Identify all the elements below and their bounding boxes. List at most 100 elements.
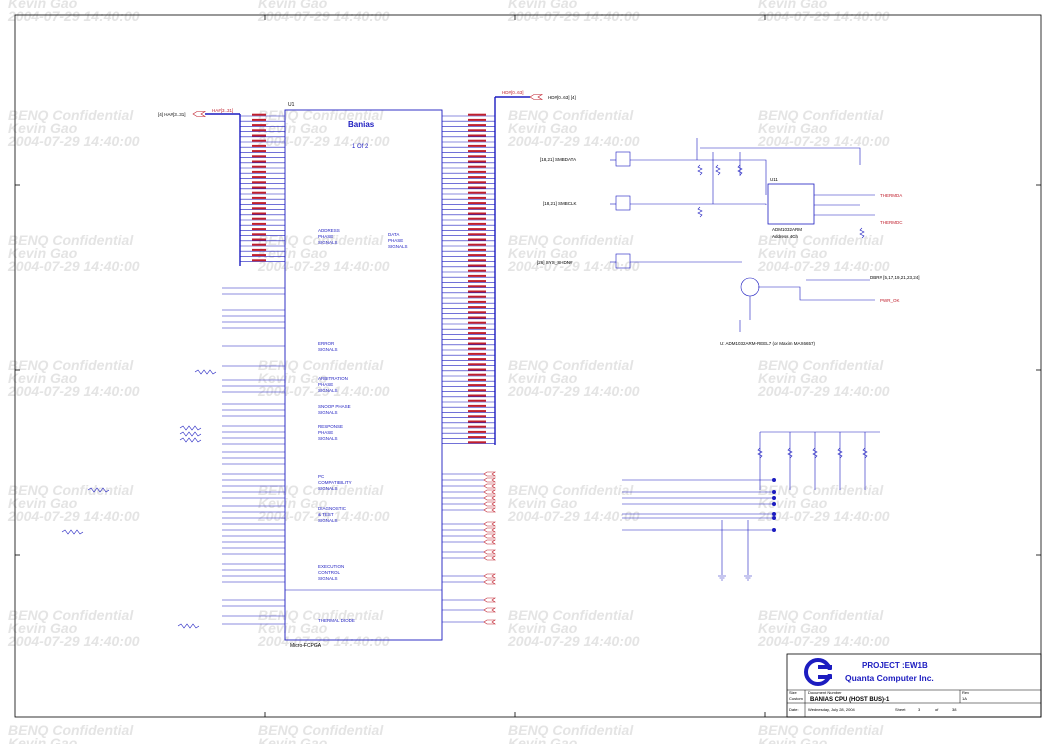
- net-tag: [252, 170, 266, 173]
- net-tag: [468, 124, 486, 127]
- net-tag: [468, 326, 486, 329]
- watermark-text: Kevin Gao: [258, 370, 328, 386]
- off-page-connector: [483, 579, 496, 585]
- resistor: [837, 447, 843, 459]
- resistor: [697, 206, 703, 218]
- watermark-text: 2004-07-29 14:40:00: [757, 258, 890, 274]
- watermark-text: Kevin Gao: [758, 620, 828, 636]
- resistor: [859, 227, 865, 239]
- of-label: of: [935, 707, 939, 712]
- watermark-text: BENQ Confidential: [258, 482, 384, 498]
- resistor: [179, 437, 202, 443]
- title-block: PROJECT :EW1B Quanta Computer Inc. Size …: [786, 653, 1042, 718]
- cpu-name: Banias: [348, 120, 375, 129]
- watermark-text: BENQ Confidential: [508, 482, 634, 498]
- net-tag: [468, 415, 486, 418]
- net-tag: [252, 150, 266, 153]
- watermark-text: BENQ Confidential: [758, 107, 884, 123]
- net-tag: [468, 170, 486, 173]
- net-tag: [468, 352, 486, 355]
- net-tag: [468, 243, 486, 246]
- pwr-ok-net: PWR_OK: [880, 298, 900, 303]
- net-tag: [468, 196, 486, 199]
- watermark-text: 2004-07-29 14:40:00: [507, 258, 640, 274]
- net-tag: [468, 269, 486, 272]
- net-tag: [468, 394, 486, 397]
- watermark-text: BENQ Confidential: [758, 357, 884, 373]
- watermark-text: 2004-07-29 14:40:00: [7, 633, 140, 649]
- signal-group-label: PHASE: [318, 382, 333, 387]
- off-page-connector: [483, 507, 496, 513]
- watermark-text: 2004-07-29 14:40:00: [7, 133, 140, 149]
- watermark-text: BENQ Confidential: [508, 722, 634, 738]
- net-tag: [468, 228, 486, 231]
- watermark-text: BENQ Confidential: [508, 607, 634, 623]
- watermark-text: BENQ Confidential: [758, 482, 884, 498]
- off-page-connector: [483, 477, 496, 483]
- watermark-text: Kevin Gao: [508, 245, 578, 261]
- hd-bus-ref: HD#[0..63] [4]: [548, 95, 576, 100]
- watermark-text: 2004-07-29 14:40:00: [257, 133, 390, 149]
- net-tag: [252, 118, 266, 121]
- watermark-text: BENQ Confidential: [258, 107, 384, 123]
- watermark-text: BENQ Confidential: [8, 482, 134, 498]
- watermark-text: Kevin Gao: [508, 495, 578, 511]
- watermark-text: BENQ Confidential: [258, 357, 384, 373]
- cpu-footer: Micro-FCPGA: [290, 643, 322, 649]
- watermark-text: Kevin Gao: [8, 370, 78, 386]
- resistor: [179, 431, 202, 437]
- watermark-text: Kevin Gao: [758, 0, 828, 11]
- net-tag: [468, 384, 486, 387]
- watermark-text: Kevin Gao: [758, 245, 828, 261]
- resistor: [787, 447, 793, 459]
- net-tag: [468, 248, 486, 251]
- signal-group-label: SIGNALS: [318, 410, 338, 415]
- test-point: [772, 496, 776, 500]
- net-tag: [468, 274, 486, 277]
- sheet-total: 38: [952, 707, 957, 712]
- watermark-text: Kevin Gao: [508, 120, 578, 136]
- watermark-text: 2004-07-29 14:40:00: [257, 633, 390, 649]
- watermark-text: Kevin Gao: [758, 120, 828, 136]
- watermark-text: 2004-07-29 14:40:00: [507, 133, 640, 149]
- net-tag: [468, 113, 486, 116]
- q-smbdata: [615, 151, 631, 167]
- net-tag: [252, 129, 266, 132]
- sheet-label: Sheet: [895, 707, 906, 712]
- net-tag: [468, 165, 486, 168]
- sensor-address: Address 4Ch: [772, 234, 799, 239]
- resistor: [87, 487, 110, 493]
- ground-symbol: [718, 575, 726, 581]
- off-page-connector: [483, 495, 496, 501]
- net-tag: [468, 311, 486, 314]
- net-tag: [468, 295, 486, 298]
- signal-group-label: PC: [318, 474, 325, 479]
- net-tag: [468, 264, 486, 267]
- watermark-text: 2004-07-29 14:40:00: [757, 383, 890, 399]
- net-tag: [468, 238, 486, 241]
- watermark-text: 2004-07-29 14:40:00: [257, 383, 390, 399]
- net-tag: [468, 155, 486, 158]
- net-tag: [468, 316, 486, 319]
- sheet-frame: [14, 14, 1042, 718]
- net-tag: [252, 160, 266, 163]
- ground-symbol: [744, 575, 752, 581]
- watermark-text: BENQ Confidential: [758, 607, 884, 623]
- net-tag: [252, 207, 266, 210]
- sheet-no: 3: [918, 707, 921, 712]
- resistor: [862, 447, 868, 459]
- net-tag: [252, 228, 266, 231]
- net-tag: [468, 118, 486, 121]
- net-tag: [468, 280, 486, 283]
- off-page-connector: [483, 619, 496, 625]
- smbdata-net: [18,21] SMBDATA: [540, 157, 576, 162]
- watermark-text: 2004-07-29 14:40:00: [7, 8, 140, 24]
- cpu-symbol: U1 Banias 1 Of 2 Micro-FCPGA ADDRESSPHAS…: [284, 102, 443, 649]
- watermark-text: BENQ Confidential: [8, 607, 134, 623]
- watermark-text: 2004-07-29 14:40:00: [507, 508, 640, 524]
- net-tag: [468, 285, 486, 288]
- watermark-text: Kevin Gao: [258, 495, 328, 511]
- net-tag: [252, 181, 266, 184]
